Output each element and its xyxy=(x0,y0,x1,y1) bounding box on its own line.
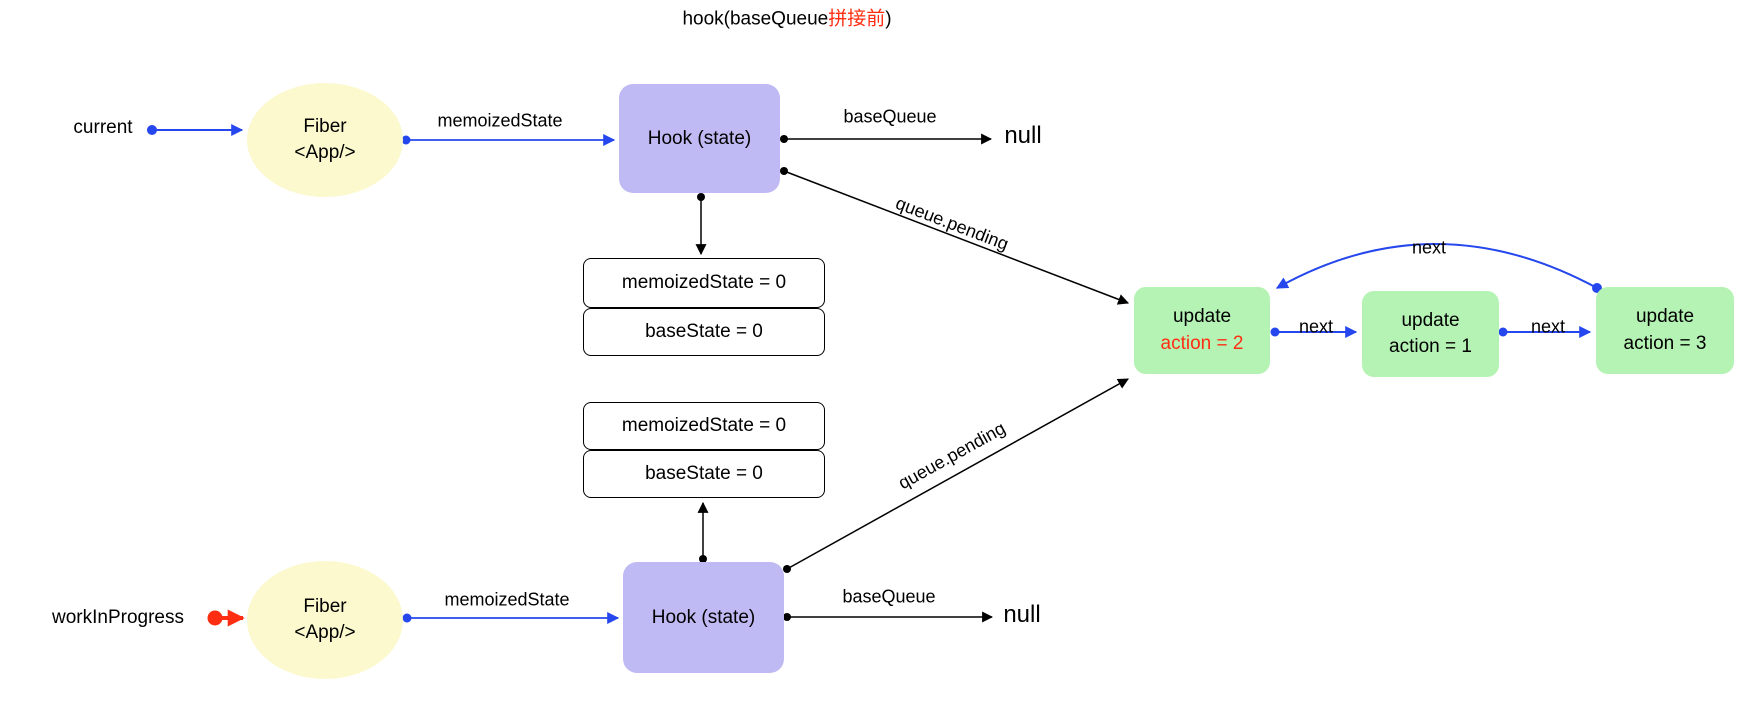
hook-label: Hook (state) xyxy=(647,127,752,149)
top-memoized-state-arrow xyxy=(401,134,616,146)
top-fiber-node: Fiber <App/> xyxy=(247,83,403,197)
fiber-label-line2: <App/> xyxy=(294,622,356,643)
update-node-action-2: update action = 2 xyxy=(1134,287,1270,374)
bottom-base-queue-label: baseQueue xyxy=(842,586,936,607)
fiber-label-line1: Fiber xyxy=(303,116,347,138)
top-hook-state-arrow xyxy=(695,193,707,256)
title-prefix: hook(baseQueue xyxy=(682,8,829,30)
bottom-memoized-state-arrow xyxy=(402,612,620,624)
next-label-2: next xyxy=(1530,316,1566,337)
top-state-row-memoized: memoizedState = 0 xyxy=(583,258,825,308)
state-row-text: baseState = 0 xyxy=(645,463,763,484)
update-label: update xyxy=(1635,306,1695,328)
state-row-text: baseState = 0 xyxy=(645,321,763,342)
fiber-label-line2: <App/> xyxy=(294,142,356,163)
bottom-state-row-base: baseState = 0 xyxy=(583,450,825,498)
state-row-text: memoizedState = 0 xyxy=(621,272,787,293)
next-loop-label: next xyxy=(1411,237,1447,258)
bottom-base-queue-arrow xyxy=(783,611,994,623)
next-arrow-2 xyxy=(1498,326,1592,338)
title-suffix: ) xyxy=(885,8,892,30)
fiber-label-line1: Fiber xyxy=(303,596,347,618)
update-action-value: action = 1 xyxy=(1389,336,1472,357)
update-label: update xyxy=(1172,306,1232,328)
bottom-hook-state-arrow xyxy=(697,501,709,563)
bottom-null-label: null xyxy=(1003,601,1041,628)
bottom-hook-node: Hook (state) xyxy=(623,562,784,673)
top-base-queue-arrow xyxy=(780,133,993,145)
bottom-fiber-node: Fiber <App/> xyxy=(247,561,403,679)
update-action-value: action = 3 xyxy=(1623,332,1707,354)
top-null-label: null xyxy=(1004,122,1042,149)
update-label: update xyxy=(1401,309,1460,331)
update-node-action-3: update action = 3 xyxy=(1596,287,1734,374)
work-in-progress-pointer-arrow xyxy=(207,609,245,627)
top-base-queue-label: baseQueue xyxy=(843,106,937,127)
next-arrow-1 xyxy=(1270,326,1358,338)
state-row-text: memoizedState = 0 xyxy=(621,415,787,436)
current-label: current xyxy=(73,117,133,138)
title-highlight: 拼接前 xyxy=(828,8,886,30)
hook-label: Hook (state) xyxy=(651,606,756,628)
update-node-action-1: update action = 1 xyxy=(1362,291,1499,377)
bottom-state-row-memoized: memoizedState = 0 xyxy=(583,402,825,450)
diagram-title: hook(baseQueue拼接前) xyxy=(682,4,891,31)
bottom-memoized-state-label: memoizedState xyxy=(444,589,570,610)
bottom-queue-pending-arrow xyxy=(783,378,1129,573)
current-pointer-arrow xyxy=(147,124,244,136)
top-queue-pending-arrow xyxy=(780,167,1130,305)
work-in-progress-label: workInProgress xyxy=(52,607,184,628)
top-memoized-state-label: memoizedState xyxy=(437,110,563,131)
top-hook-node: Hook (state) xyxy=(619,84,780,193)
top-state-row-base: baseState = 0 xyxy=(583,308,825,356)
next-label-1: next xyxy=(1298,316,1334,337)
update-action-value: action = 2 xyxy=(1160,332,1244,354)
